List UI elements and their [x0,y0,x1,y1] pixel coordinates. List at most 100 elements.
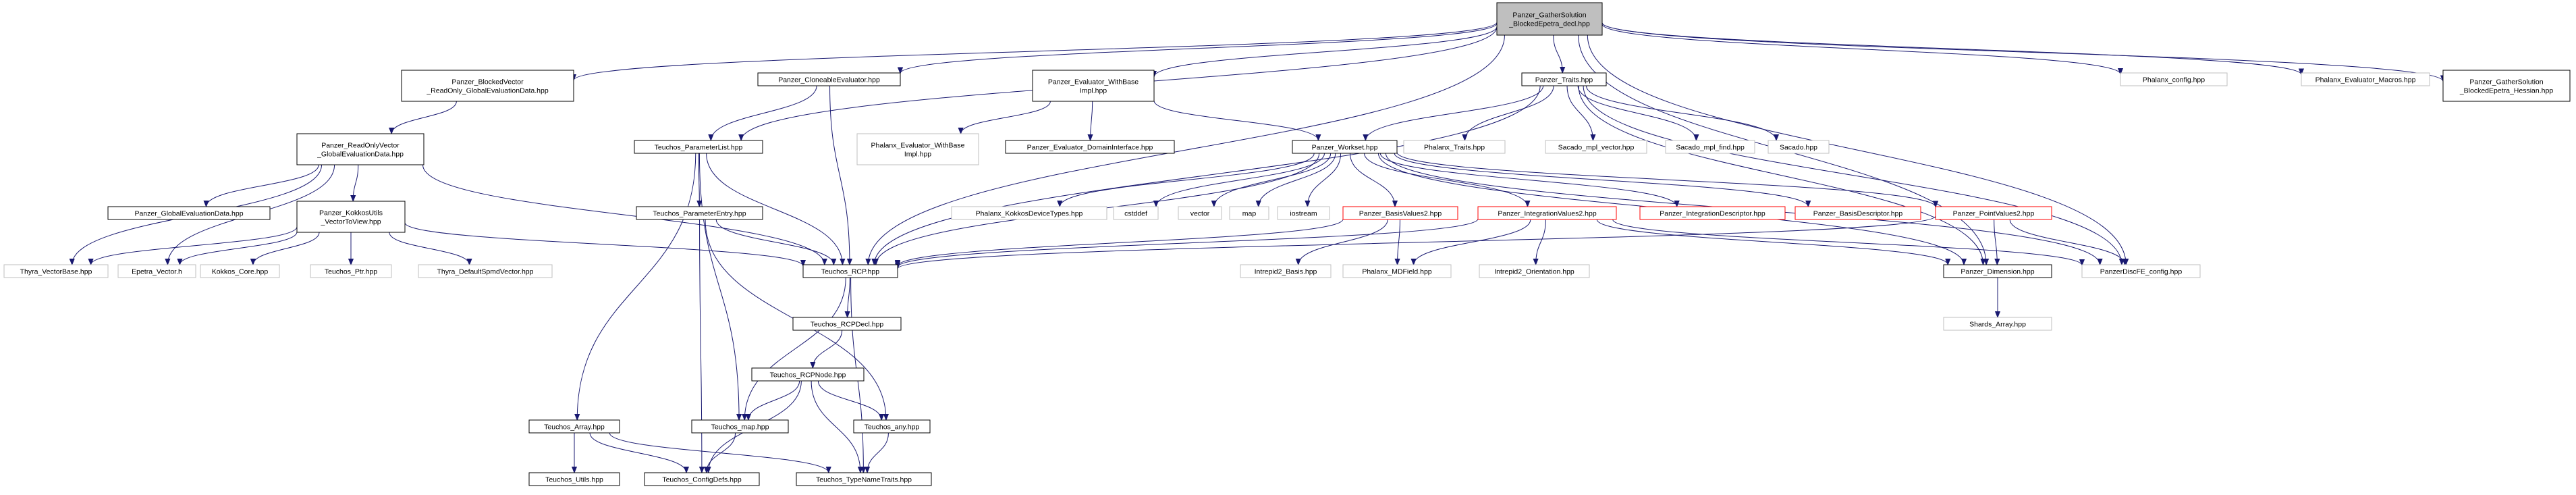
dependency-edge [404,222,803,267]
node-label: _GlobalEvaluationData.hpp [317,151,404,159]
graph-node[interactable]: Panzer_CloneableEvaluator.hpp [757,72,901,86]
node-label: Teuchos_RCP.hpp [821,268,879,276]
node-label: Phalanx_MDField.hpp [1362,268,1431,276]
node-box [792,317,902,331]
dependency-edge [1536,219,1546,265]
graph-node: cstddef [1113,206,1159,220]
dependency-edge [1414,219,1531,265]
node-label: Phalanx_Evaluator_WithBase [871,142,965,150]
graph-node[interactable]: Panzer_BasisDescriptor.hpp [1794,206,1921,220]
node-label: Phalanx_config.hpp [2143,76,2205,84]
dependency-edge [817,380,881,421]
node-label: Impl.hpp [1080,87,1107,95]
node-label: PanzerDiscFE_config.hpp [2100,268,2183,276]
node-label: Impl.hpp [904,151,931,159]
node-label: Intrepid2_Orientation.hpp [1494,268,1574,276]
graph-node[interactable]: Panzer_IntegrationValues2.hpp [1477,206,1617,220]
node-label: Shards_Array.hpp [1969,321,2026,329]
node-box [2120,72,2228,86]
node-box [1496,2,1603,36]
node-label: Teuchos_Array.hpp [544,423,605,432]
node-box [691,419,789,434]
graph-node[interactable]: Panzer_GlobalEvaluationData.hpp [107,206,271,220]
graph-node[interactable]: Panzer_PointValues2.hpp [1935,206,2052,220]
graph-node[interactable]: Teuchos_ParameterList.hpp [634,140,763,154]
dependency-edge [1587,34,2126,265]
graph-node[interactable]: Panzer_Evaluator_DomainInterface.hpp [1005,140,1175,154]
graph-node[interactable]: Teuchos_Array.hpp [528,419,620,434]
nodes-layer: Panzer_GatherSolution_BlockedEpetra_decl… [3,2,2571,486]
dependency-edge [1379,153,1676,207]
node-label: Panzer_CloneableEvaluator.hpp [778,76,880,84]
dependency-edge [1154,26,1498,77]
node-label: Teuchos_TypeNameTraits.hpp [816,476,912,484]
node-box [636,206,763,220]
dependency-edge [1612,219,2082,266]
graph-node[interactable]: Panzer_BlockedVector_ReadOnly_GlobalEval… [401,70,574,102]
graph-node[interactable]: Teuchos_Utils.hpp [528,472,620,486]
dependency-edge [589,432,686,473]
dependency-edge [1214,153,1332,207]
graph-node[interactable]: Teuchos_ConfigDefs.hpp [644,472,760,486]
graph-node[interactable]: Panzer_GatherSolution_BlockedEpetra_decl… [1496,2,1603,36]
dependency-edge [1156,153,1325,207]
dependency-edge [1060,153,1315,207]
node-box [1240,264,1332,278]
dependency-edge [574,22,1498,81]
dependency-edge [700,219,702,473]
graph-node[interactable]: Teuchos_RCPDecl.hpp [792,317,902,331]
dependency-edge [706,153,843,265]
dependency-edge [577,153,696,420]
node-label: _BlockedEpetra_decl.hpp [1508,20,1590,28]
node-box [1767,140,1830,154]
node-box [1665,140,1755,154]
dependency-edge [1364,153,1528,207]
node-label: Panzer_GlobalEvaluationData.hpp [134,210,243,218]
graph-node[interactable]: Panzer_GatherSolution_BlockedEpetra_Hess… [2442,70,2571,102]
graph-node[interactable]: Teuchos_ParameterEntry.hpp [636,206,763,220]
node-box [1342,206,1458,220]
graph-node[interactable]: Panzer_Dimension.hpp [1943,264,2052,278]
node-box [1943,264,2052,278]
node-box [2301,72,2430,86]
node-label: Teuchos_Utils.hpp [545,476,603,484]
dependency-edge [1350,153,1395,207]
node-label: _BlockedEpetra_Hessian.hpp [2459,87,2554,95]
graph-node[interactable]: Teuchos_map.hpp [691,419,789,434]
node-label: Panzer_Evaluator_WithBase [1048,78,1139,86]
graph-node[interactable]: Panzer_IntegrationDescriptor.hpp [1639,206,1786,220]
graph-node[interactable]: Teuchos_RCP.hpp [802,264,898,278]
graph-node[interactable]: Panzer_Traits.hpp [1521,72,1607,86]
dependency-edge [1398,219,1400,265]
node-label: Teuchos_map.hpp [711,423,769,432]
graph-node[interactable]: Teuchos_any.hpp [853,419,931,434]
node-label: _VectorToView.hpp [320,218,381,226]
node-box [1178,206,1222,220]
dependency-edge [715,219,833,265]
dependency-edge [1153,100,1318,141]
graph-node: Intrepid2_Orientation.hpp [1479,264,1590,278]
dependency-edge [1553,34,1562,73]
dependency-edge [2009,219,2125,265]
graph-node: Intrepid2_Basis.hpp [1240,264,1332,278]
graph-node[interactable]: Teuchos_RCPNode.hpp [751,367,865,382]
graph-node[interactable]: Panzer_Workset.hpp [1292,140,1398,154]
graph-node[interactable]: Panzer_ReadOnlyVector_GlobalEvaluationDa… [296,133,424,165]
graph-node: Phalanx_config.hpp [2120,72,2228,86]
node-label: Panzer_GatherSolution [1512,11,1586,20]
graph-node: Sacado_mpl_find.hpp [1665,140,1755,154]
node-label: Phalanx_Traits.hpp [1424,144,1485,152]
graph-node[interactable]: Panzer_BasisValues2.hpp [1342,206,1458,220]
node-label: Panzer_BasisDescriptor.hpp [1813,210,1903,218]
dependency-edge [898,218,1479,268]
dependency-edge [180,232,298,265]
node-box [200,264,280,278]
node-label: Thyra_VectorBase.hpp [20,268,92,276]
graph-node[interactable]: Panzer_KokkosUtils_VectorToView.hpp [296,201,406,233]
graph-node: map [1229,206,1269,220]
graph-node[interactable]: Teuchos_TypeNameTraits.hpp [796,472,932,486]
graph-node: Phalanx_KokkosDeviceTypes.hpp [951,206,1107,220]
node-box [751,367,865,382]
